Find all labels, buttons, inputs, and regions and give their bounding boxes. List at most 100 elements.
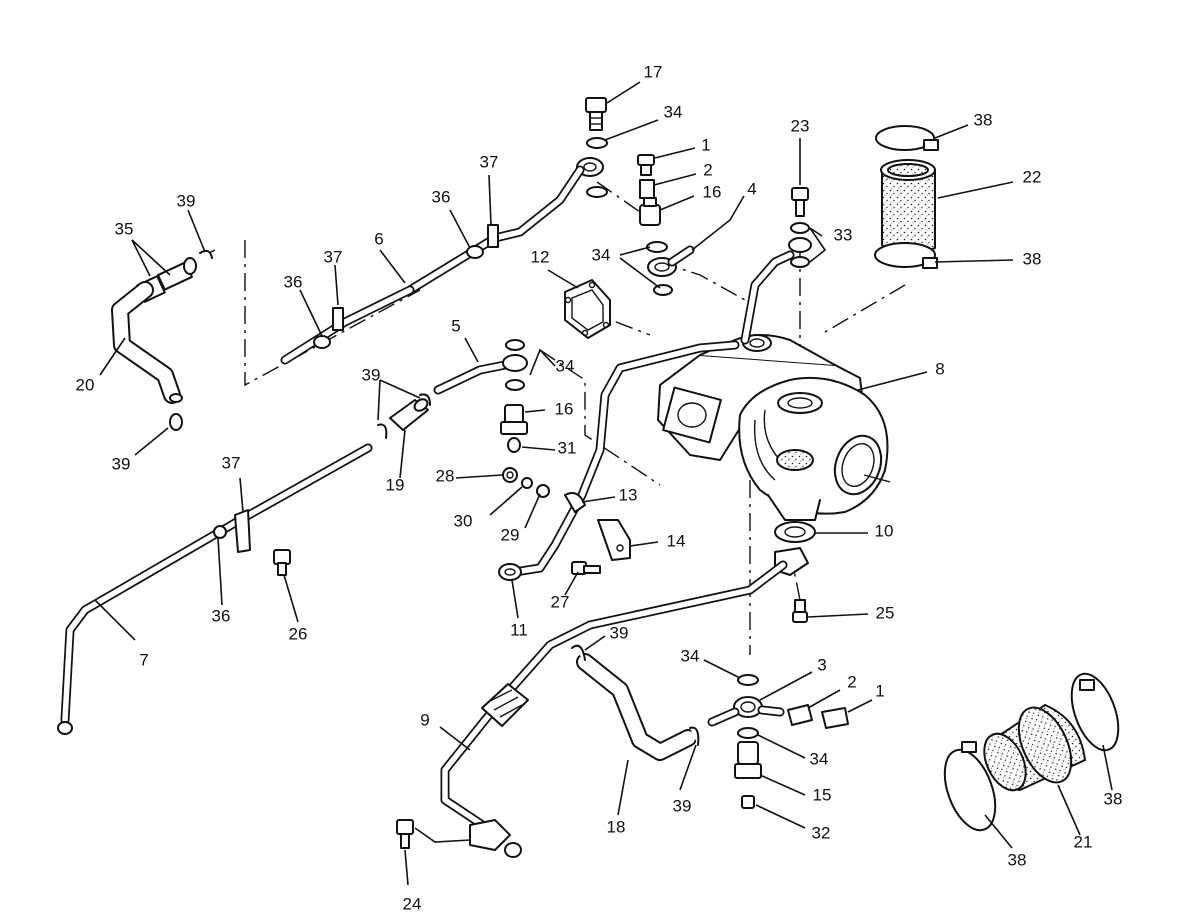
callout-25: 25 bbox=[876, 603, 895, 622]
fitting-16-mid bbox=[500, 404, 528, 435]
callout-2: 2 bbox=[847, 672, 856, 691]
callout-6: 6 bbox=[374, 229, 383, 248]
callout-39: 39 bbox=[362, 365, 381, 384]
washer-34-top2 bbox=[586, 186, 608, 198]
callout-18: 18 bbox=[607, 817, 626, 836]
hose-20 bbox=[111, 281, 181, 404]
banjo-5 bbox=[502, 354, 528, 372]
callout-31: 31 bbox=[558, 438, 577, 457]
bolt-27 bbox=[571, 561, 601, 575]
callout-30: 30 bbox=[454, 511, 473, 530]
adapter-2-top bbox=[639, 179, 655, 199]
callout-16: 16 bbox=[703, 182, 722, 201]
washer-30 bbox=[521, 477, 533, 489]
leader-lines bbox=[94, 81, 1113, 886]
bolt-26 bbox=[273, 549, 291, 576]
clip-39-low bbox=[169, 413, 183, 431]
callout-labels: 17 34 1 2 16 4 34 12 23 33 38 22 38 8 37… bbox=[76, 62, 1123, 913]
plug-32 bbox=[741, 795, 755, 809]
callout-34: 34 bbox=[556, 356, 575, 375]
callout-8: 8 bbox=[935, 359, 944, 378]
callout-1: 1 bbox=[701, 135, 710, 154]
clamp-38-top bbox=[875, 125, 939, 151]
clamp-38-right bbox=[1070, 672, 1120, 752]
callout-39: 39 bbox=[673, 796, 692, 815]
callout-34: 34 bbox=[810, 749, 829, 768]
bolt-17 bbox=[585, 97, 607, 131]
callout-7: 7 bbox=[139, 650, 148, 669]
callout-22: 22 bbox=[1023, 167, 1042, 186]
callout-36: 36 bbox=[212, 606, 231, 625]
clip-39-19-bot bbox=[377, 423, 388, 439]
callout-21: 21 bbox=[1074, 832, 1093, 851]
hose-18 bbox=[576, 653, 697, 761]
plug-1-top bbox=[637, 154, 655, 176]
callout-26: 26 bbox=[289, 624, 308, 643]
fitting-16-top bbox=[639, 197, 661, 226]
bolt-24 bbox=[396, 819, 414, 849]
callout-38: 38 bbox=[974, 110, 993, 129]
pipe-5 bbox=[433, 360, 510, 395]
callout-11: 11 bbox=[510, 620, 528, 639]
callout-38: 38 bbox=[1104, 789, 1123, 808]
pipe-6 bbox=[280, 224, 499, 365]
callout-37: 37 bbox=[222, 453, 241, 472]
callout-17: 17 bbox=[644, 62, 663, 81]
nut-28 bbox=[502, 467, 518, 483]
callout-24: 24 bbox=[403, 894, 422, 913]
plug-31 bbox=[507, 437, 521, 453]
callout-14: 14 bbox=[667, 531, 686, 550]
callout-9: 9 bbox=[420, 710, 429, 729]
callout-28: 28 bbox=[436, 466, 455, 485]
callout-38: 38 bbox=[1023, 249, 1042, 268]
gasket-10 bbox=[774, 521, 816, 543]
washer-34-lower2 bbox=[737, 727, 759, 739]
pipe-7 bbox=[57, 443, 373, 735]
bolt-25 bbox=[792, 599, 808, 623]
callout-2: 2 bbox=[703, 160, 712, 179]
banjo-4 bbox=[647, 245, 695, 277]
turbocharger bbox=[657, 334, 891, 521]
fitting-15 bbox=[734, 741, 762, 779]
callout-16: 16 bbox=[555, 399, 574, 418]
washer-33-b bbox=[790, 256, 810, 268]
callout-15: 15 bbox=[813, 785, 832, 804]
washer-34-5a bbox=[505, 339, 525, 351]
banjo-fitting-top bbox=[405, 157, 604, 295]
banjo-33 bbox=[788, 237, 812, 253]
callout-29: 29 bbox=[501, 525, 520, 544]
clamp-13 bbox=[564, 492, 586, 513]
callout-33: 33 bbox=[834, 225, 853, 244]
hose-21 bbox=[983, 703, 1087, 792]
hose-22 bbox=[880, 159, 936, 256]
callout-37: 37 bbox=[480, 152, 499, 171]
callout-32: 32 bbox=[812, 823, 831, 842]
callout-20: 20 bbox=[76, 375, 95, 394]
callout-3: 3 bbox=[817, 655, 826, 674]
callout-1: 1 bbox=[875, 681, 884, 700]
adapter-2-lower bbox=[787, 704, 813, 726]
clamp-38-left bbox=[943, 741, 997, 832]
fitting-3 bbox=[707, 696, 785, 727]
washer-33-a bbox=[790, 222, 810, 234]
plug-1-lower bbox=[821, 707, 849, 729]
callout-36: 36 bbox=[284, 272, 303, 291]
hose-19 bbox=[389, 398, 429, 431]
clip-39-18-top bbox=[571, 644, 586, 661]
clamp-38-bottom bbox=[874, 242, 938, 269]
callout-35: 35 bbox=[115, 219, 134, 238]
callout-39: 39 bbox=[610, 623, 629, 642]
clip-39-18-bot bbox=[689, 726, 700, 746]
bolt-23 bbox=[791, 187, 809, 217]
callout-12: 12 bbox=[531, 247, 550, 266]
washer-34-5b bbox=[505, 379, 525, 391]
callout-36: 36 bbox=[432, 187, 451, 206]
callout-37: 37 bbox=[324, 247, 343, 266]
callout-34: 34 bbox=[664, 102, 683, 121]
gasket-12 bbox=[564, 279, 611, 339]
callout-10: 10 bbox=[875, 521, 894, 540]
washer-34-lower bbox=[737, 674, 759, 686]
oil-feed-pipe-4 bbox=[740, 250, 795, 345]
bracket-14 bbox=[597, 519, 631, 561]
